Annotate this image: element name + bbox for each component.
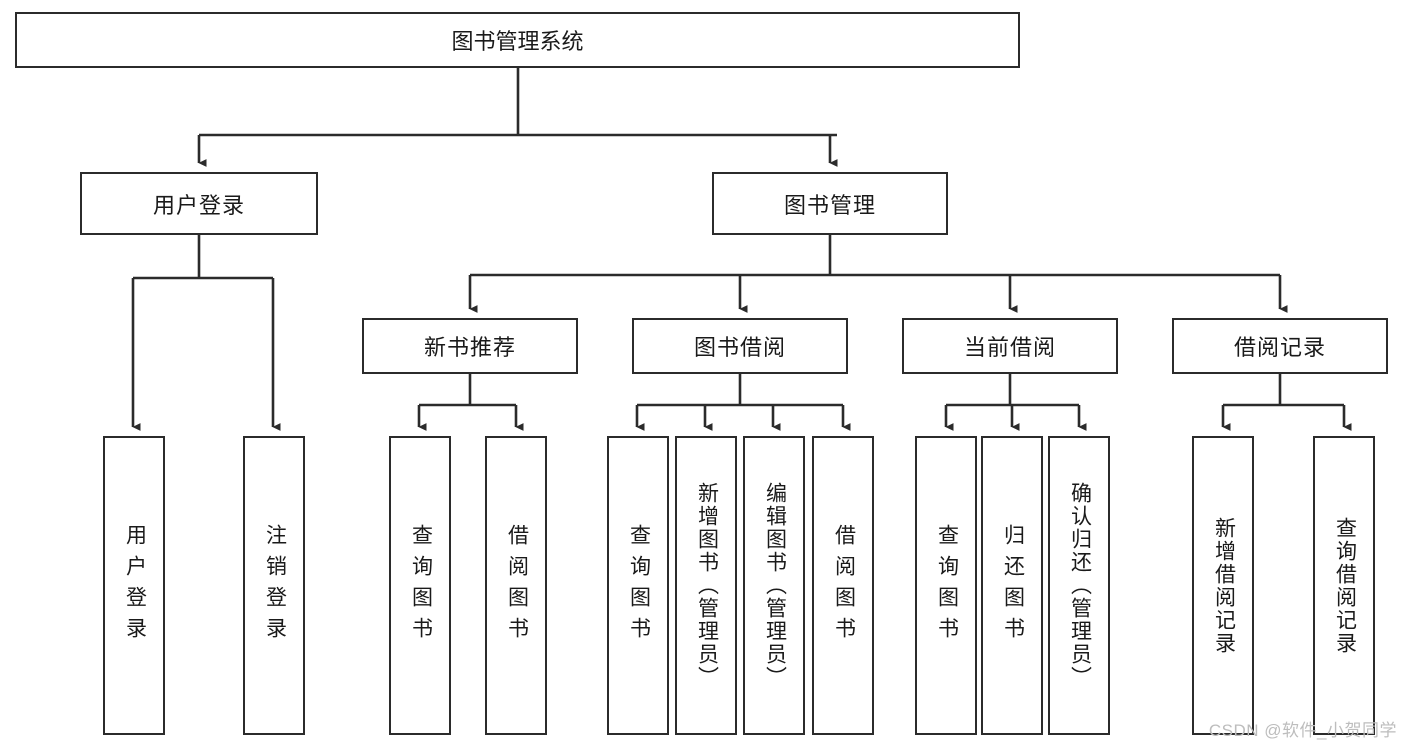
node-new-book-recommend[interactable]: 新书推荐 (362, 318, 578, 374)
node-user-login[interactable]: 用户登录 (80, 172, 318, 235)
leaf-add-book-admin[interactable]: 新增图书（管理员） (675, 436, 737, 735)
leaf-label: 确认归还（管理员） (1068, 482, 1092, 689)
node-current-borrow[interactable]: 当前借阅 (902, 318, 1118, 374)
leaf-logout[interactable]: 注销登录 (243, 436, 305, 735)
node-borrow-record[interactable]: 借阅记录 (1172, 318, 1388, 374)
leaf-label: 注销登录 (263, 523, 287, 648)
leaf-borrow-book-newbook[interactable]: 借阅图书 (485, 436, 547, 735)
leaf-label: 新增图书（管理员） (695, 482, 719, 689)
leaf-return-book[interactable]: 归还图书 (981, 436, 1043, 735)
leaf-user-login[interactable]: 用户登录 (103, 436, 165, 735)
leaf-add-borrow-record[interactable]: 新增借阅记录 (1192, 436, 1254, 735)
leaf-label: 查询图书 (409, 523, 433, 648)
leaf-query-borrow-record[interactable]: 查询借阅记录 (1313, 436, 1375, 735)
leaf-label: 查询图书 (627, 523, 651, 648)
leaf-label: 新增借阅记录 (1212, 516, 1236, 655)
node-book-management[interactable]: 图书管理 (712, 172, 948, 235)
leaf-label: 查询借阅记录 (1333, 516, 1357, 655)
leaf-label: 归还图书 (1001, 523, 1025, 648)
node-root-system[interactable]: 图书管理系统 (15, 12, 1020, 68)
leaf-query-book-borrow[interactable]: 查询图书 (607, 436, 669, 735)
node-book-borrow[interactable]: 图书借阅 (632, 318, 848, 374)
leaf-edit-book-admin[interactable]: 编辑图书（管理员） (743, 436, 805, 735)
leaf-label: 借阅图书 (832, 523, 856, 648)
leaf-query-book-newbook[interactable]: 查询图书 (389, 436, 451, 735)
leaf-query-book-current[interactable]: 查询图书 (915, 436, 977, 735)
leaf-label: 借阅图书 (505, 523, 529, 648)
leaf-label: 编辑图书（管理员） (763, 482, 787, 689)
watermark: CSDN @软件_小贺同学 (1208, 721, 1397, 740)
leaf-confirm-return-admin[interactable]: 确认归还（管理员） (1048, 436, 1110, 735)
leaf-label: 用户登录 (123, 523, 147, 648)
leaf-borrow-book[interactable]: 借阅图书 (812, 436, 874, 735)
leaf-label: 查询图书 (935, 523, 959, 648)
